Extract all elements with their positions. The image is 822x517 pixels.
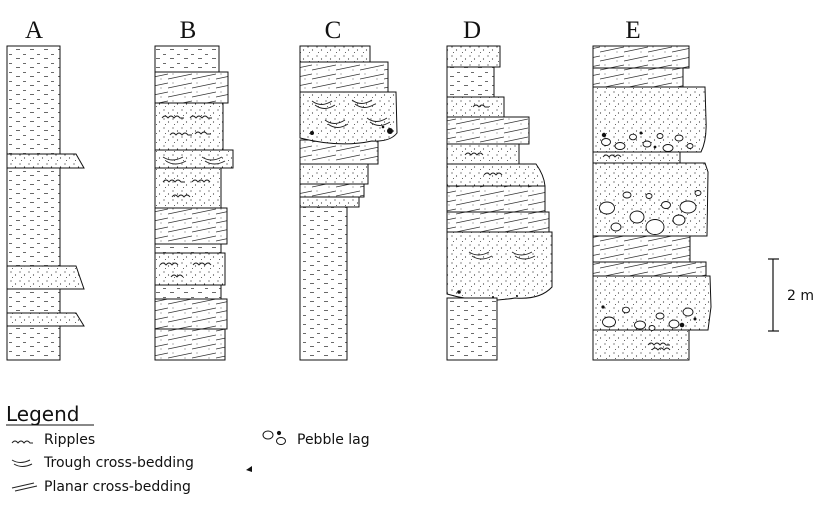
rippled-sandstone-bed — [154, 252, 226, 286]
legend-title: Legend — [6, 402, 79, 426]
sandstone-bed — [299, 163, 369, 185]
trough-cross-bedded-channel-bed — [446, 231, 553, 301]
column-label-c: C — [325, 17, 342, 44]
column-label-a: A — [25, 17, 43, 44]
mudstone-bed — [6, 45, 61, 361]
pebbles-e — [599, 133, 702, 331]
rippled-sandstone-bed — [154, 102, 224, 151]
scale-bar-label: 2 m — [787, 288, 814, 304]
rippled-sandstone-bed — [592, 329, 690, 361]
column-label-b: B — [180, 17, 197, 44]
ripple-symbols-e — [602, 154, 671, 351]
sandstone-bed — [299, 196, 360, 208]
legend-planar-label: Planar cross-bedding — [44, 479, 191, 495]
mudstone-bed — [154, 45, 220, 73]
planar-cross-bedded-bed — [154, 71, 229, 104]
column-label-d: D — [463, 17, 481, 44]
column-c — [299, 45, 398, 361]
column-label-e: E — [625, 17, 640, 44]
pebble-lag-c — [310, 125, 393, 135]
scale-bar — [768, 258, 779, 332]
ripple-symbols-b — [159, 115, 212, 278]
legend-pebble-label: Pebble lag — [297, 432, 370, 448]
planar-cross-bedded-bed — [154, 298, 228, 330]
black-clasts-e — [601, 131, 697, 328]
planar-cross-bedded-bed — [154, 328, 226, 361]
mudstone-bed — [446, 66, 495, 98]
trough-symbols-c — [311, 99, 391, 128]
legend-ripples-label: Ripples — [44, 432, 95, 448]
planar-cross-bedded-bed — [299, 139, 379, 165]
column-a — [6, 45, 85, 361]
sandstone-bed — [6, 265, 85, 290]
trough-cross-bedded-channel-bed — [299, 91, 398, 145]
planar-cross-bedded-bed — [154, 207, 228, 245]
sandstone-bed — [6, 312, 85, 327]
planar-cross-bedding-legend-icon — [11, 482, 38, 492]
ripple-symbols-d — [464, 104, 503, 176]
mudstone-bed — [154, 284, 222, 300]
planar-cross-bedded-bed — [592, 261, 707, 277]
ripples-legend-icon — [11, 440, 33, 444]
pebble-lag-legend-icon — [262, 430, 286, 445]
cursor-arrow-icon — [246, 466, 252, 472]
planar-cross-bedded-bed — [299, 61, 389, 93]
rippled-sandstone-bed — [446, 96, 505, 118]
planar-cross-bedded-bed — [446, 116, 530, 145]
mudstone-bed — [154, 243, 222, 254]
legend-trough-label: Trough cross-bedding — [43, 455, 194, 471]
planar-cross-bedded-bed — [592, 235, 691, 263]
column-d — [446, 45, 553, 361]
trough-symbols-d — [468, 251, 536, 260]
conglomerate-bed — [592, 275, 712, 331]
mudstone-bed — [446, 297, 498, 361]
column-b — [154, 45, 234, 361]
planar-cross-bedded-bed — [592, 67, 684, 88]
sandstone-bed — [446, 45, 501, 68]
rippled-sandstone-bed — [592, 151, 681, 164]
sandstone-bed — [299, 45, 371, 63]
trough-symbols-b — [162, 156, 226, 165]
trough-cross-bedding-legend-icon — [11, 459, 33, 467]
planar-cross-bedded-bed — [299, 183, 365, 198]
rippled-sandstone-bed — [154, 167, 222, 209]
sandstone-bed — [6, 153, 85, 169]
planar-cross-bedded-bed — [446, 185, 546, 213]
rippled-sandstone-bed — [446, 143, 520, 165]
planar-cross-bedded-bed — [446, 211, 550, 233]
planar-cross-bedded-bed — [592, 45, 690, 69]
mudstone-bed — [299, 206, 348, 361]
pebble-lag-d — [457, 290, 518, 298]
column-e — [592, 45, 712, 361]
